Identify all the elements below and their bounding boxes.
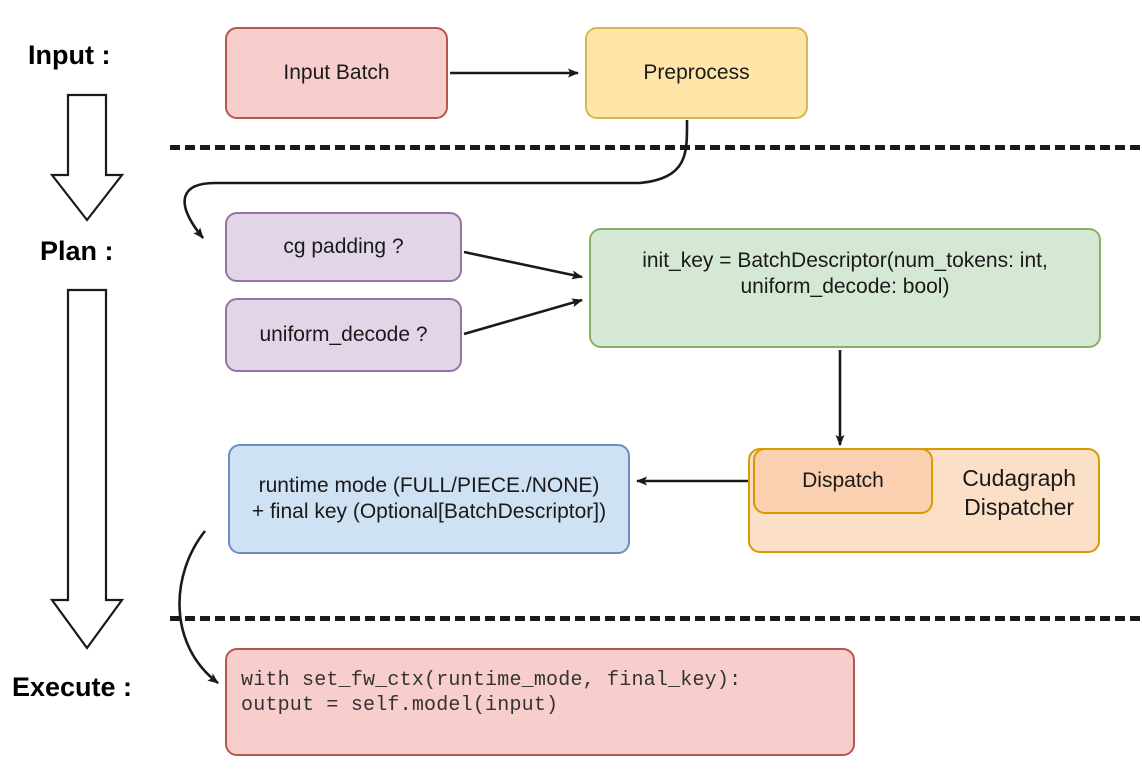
execute-code-block-node[interactable]: with set_fw_ctx(runtime_mode, final_key)… [225,648,855,756]
init-key-descriptor-node[interactable]: init_key = BatchDescriptor(num_tokens: i… [589,228,1101,348]
uniform-decode-check-node[interactable]: uniform_decode ? [225,298,462,372]
phase-label-input: Input : [28,40,111,70]
dispatch-node[interactable]: Dispatch [753,448,933,514]
input-plan-divider [170,145,1140,150]
input-batch-node[interactable]: Input Batch [225,27,448,119]
phase-label-plan: Plan : [40,236,114,266]
block-arrow-input-to-plan [49,93,125,222]
phase-label-execute: Execute : [12,672,133,702]
runtime-mode-final-key-node[interactable]: runtime mode (FULL/PIECE./NONE) + final … [228,444,630,554]
arrow-uniform-decode-to-init-key [463,298,583,336]
block-arrow-plan-to-execute [49,288,125,650]
cg-padding-check-node[interactable]: cg padding ? [225,212,462,282]
preprocess-node[interactable]: Preprocess [585,27,808,119]
plan-execute-divider [170,616,1140,621]
arrow-runtime-mode-to-execute-code [178,530,219,685]
arrow-cg-padding-to-init-key [463,250,583,280]
